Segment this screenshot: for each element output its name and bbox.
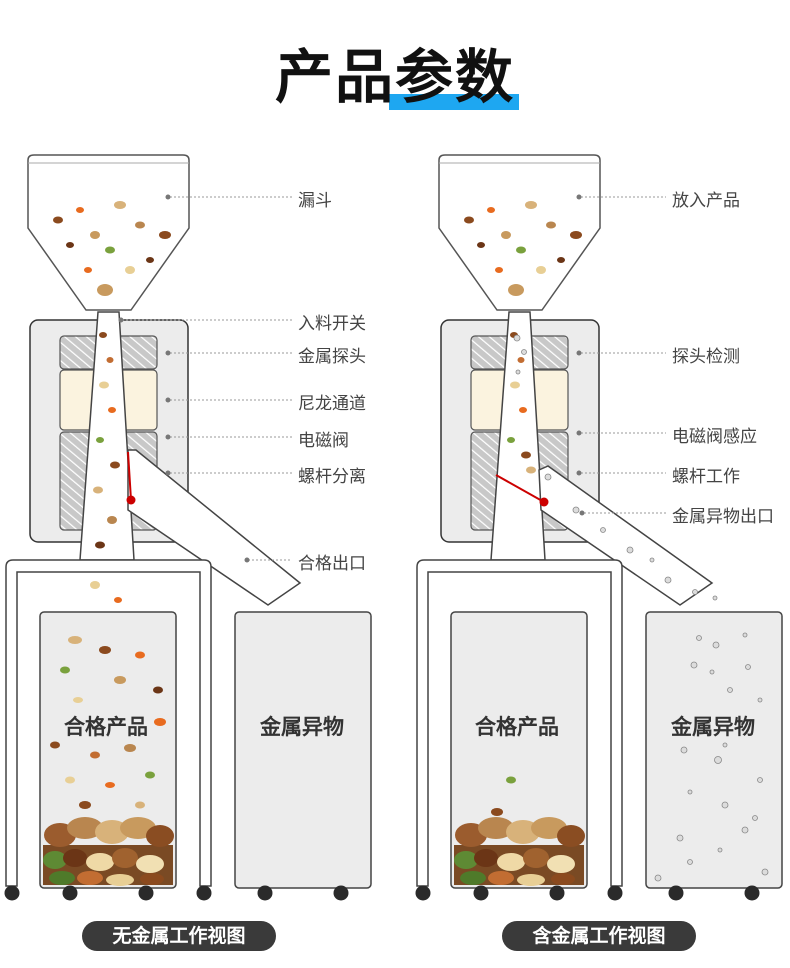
right-machine xyxy=(415,154,783,901)
right-leader-lines xyxy=(581,196,666,514)
label-put-product: 放入产品 xyxy=(672,191,740,211)
wheel xyxy=(607,885,623,901)
right-nut-pile xyxy=(454,817,585,886)
wheel xyxy=(138,885,154,901)
left-hopper xyxy=(27,154,190,311)
left-leader-lines xyxy=(122,196,292,561)
label-screw-work: 螺杆工作 xyxy=(672,467,740,487)
right-metal-bin xyxy=(645,611,783,889)
wheel xyxy=(668,885,684,901)
label-inlet-switch: 入料开关 xyxy=(298,314,366,334)
title-highlight: 参数 xyxy=(388,30,520,114)
title-part-1: 产品 xyxy=(274,43,395,111)
label-metal-probe: 金属探头 xyxy=(298,347,366,367)
left-bin-metal-label: 金属异物 xyxy=(260,715,344,739)
left-reject-flap xyxy=(127,451,132,501)
label-valve-sense: 电磁阀感应 xyxy=(672,427,757,447)
left-frame xyxy=(5,559,212,887)
right-leader-dots xyxy=(576,194,585,516)
right-view-caption: 含金属工作视图 xyxy=(502,921,696,951)
wheel xyxy=(4,885,20,901)
wheel xyxy=(473,885,489,901)
left-falling-nuts xyxy=(50,201,171,809)
right-hopper xyxy=(438,154,601,311)
left-nut-pile xyxy=(43,817,174,886)
left-view-caption: 无金属工作视图 xyxy=(82,921,276,951)
right-frame xyxy=(416,559,623,887)
left-leader-dots xyxy=(118,194,250,563)
label-metal-outlet: 金属异物出口 xyxy=(672,507,774,527)
label-screw-separation: 螺杆分离 xyxy=(298,467,366,487)
left-metal-bin xyxy=(234,611,372,889)
wheel xyxy=(196,885,212,901)
label-probe-detect: 探头检测 xyxy=(672,347,740,367)
wheel xyxy=(62,885,78,901)
title-part-2: 参数 xyxy=(395,43,516,111)
right-falling-nuts xyxy=(464,201,582,816)
label-nylon-channel: 尼龙通道 xyxy=(298,394,366,414)
right-bin-metal-label: 金属异物 xyxy=(671,715,755,739)
wheel xyxy=(549,885,565,901)
right-reject-flap xyxy=(495,474,545,503)
label-qualified-outlet: 合格出口 xyxy=(298,554,366,574)
label-solenoid-valve: 电磁阀 xyxy=(298,431,349,451)
wheel xyxy=(415,885,431,901)
right-bin-qualified-label: 合格产品 xyxy=(475,715,559,739)
left-bin-qualified-label: 合格产品 xyxy=(64,715,148,739)
wheel xyxy=(257,885,273,901)
page-title: 产品参数 xyxy=(0,30,790,114)
right-flap-pivot xyxy=(539,497,549,507)
label-hopper: 漏斗 xyxy=(298,191,332,211)
left-machine xyxy=(4,154,372,901)
wheel xyxy=(744,885,760,901)
wheel xyxy=(333,885,349,901)
left-flap-pivot xyxy=(126,495,136,505)
metal-particles xyxy=(513,334,769,882)
